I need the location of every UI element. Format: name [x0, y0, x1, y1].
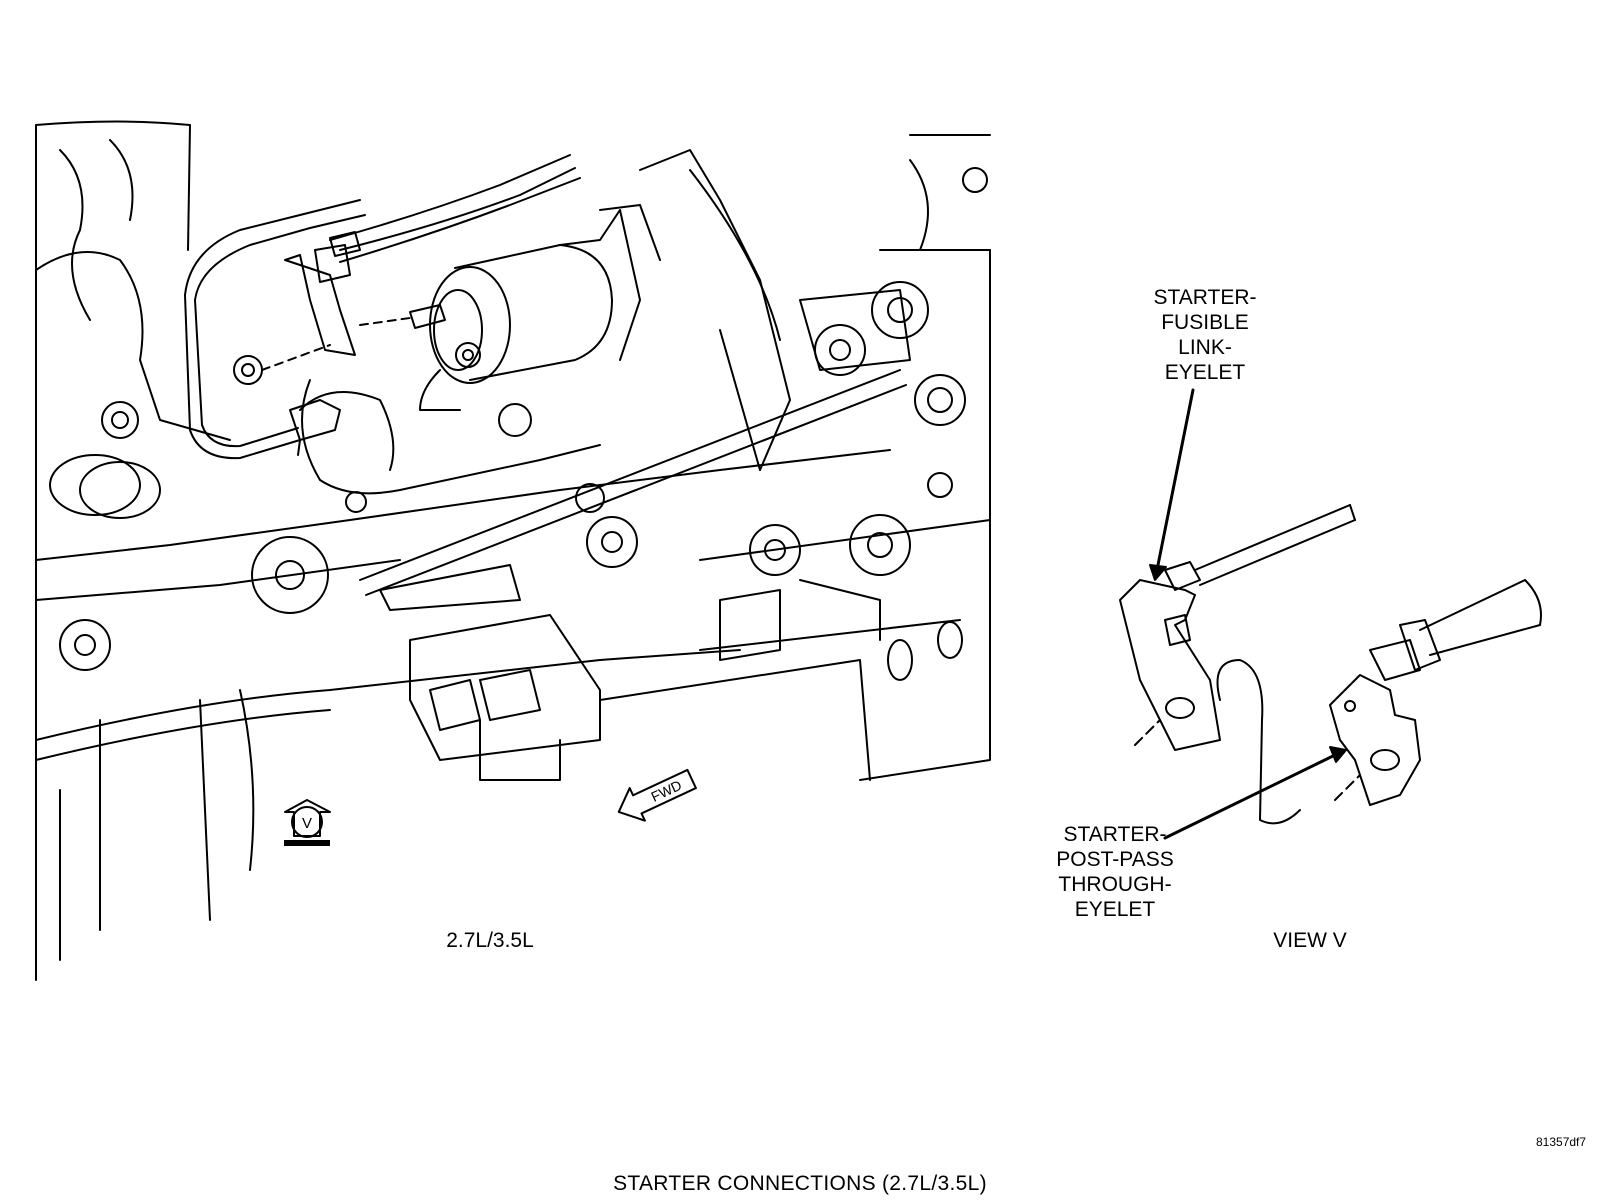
post-pass-through-eyelet-line-3: THROUGH-	[1058, 873, 1172, 896]
post-pass-through-eyelet-line-1: STARTER-	[1063, 823, 1167, 846]
fusible-link-eyelet-line-4: EYELET	[1164, 361, 1246, 384]
view-v-marker: V	[284, 799, 331, 846]
figure-title: STARTER CONNECTIONS (2.7L/3.5L)	[613, 1172, 987, 1195]
leader-arrows	[1149, 388, 1347, 840]
fusible-link-eyelet-line-2: FUSIBLE	[1161, 311, 1249, 334]
fusible-link-eyelet-line-3: LINK-	[1178, 336, 1232, 359]
engine-illustration	[35, 120, 991, 981]
fusible-link-eyelet-label: STARTER- FUSIBLE LINK- EYELET	[1130, 285, 1280, 385]
post-pass-through-eyelet-line-2: POST-PASS	[1056, 848, 1174, 871]
post-pass-through-eyelet-line-4: EYELET	[1074, 898, 1156, 921]
view-caption: VIEW V	[1273, 929, 1347, 952]
forward-arrow: FWD	[617, 768, 697, 822]
figure-id: 81357df7	[1536, 1135, 1587, 1149]
engine-caption: 2.7L/3.5L	[446, 929, 534, 952]
starter-cable-harness	[184, 154, 581, 460]
fwd-arrow-label: FWD	[648, 777, 684, 805]
fusible-link-eyelet-line-1: STARTER-	[1153, 286, 1257, 309]
view-v-detail	[1119, 504, 1542, 825]
view-marker-letter: V	[302, 815, 312, 832]
post-pass-through-eyelet-label: STARTER- POST-PASS THROUGH- EYELET	[1030, 822, 1200, 922]
